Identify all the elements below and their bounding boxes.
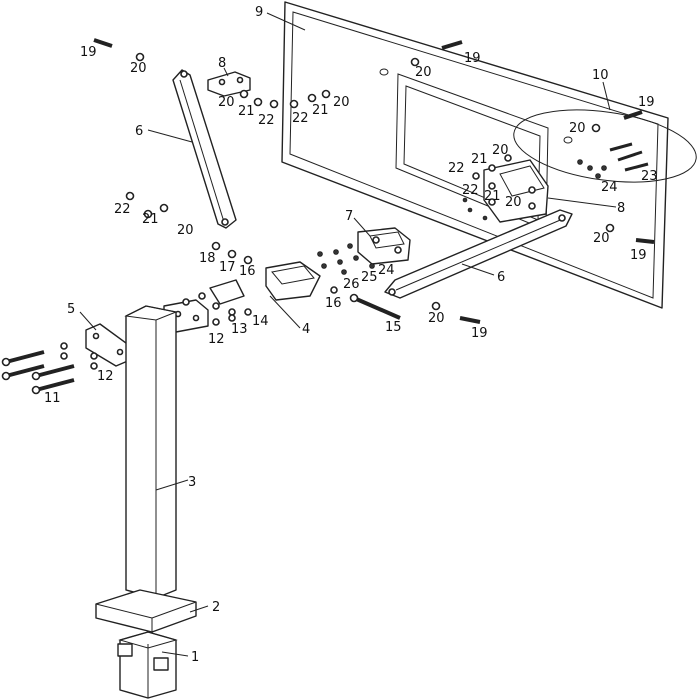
callout-12: 12 bbox=[97, 369, 114, 384]
callout-21: 21 bbox=[142, 212, 159, 227]
callout-12: 12 bbox=[208, 332, 225, 347]
base-plate bbox=[95, 589, 197, 633]
callout-2: 2 bbox=[212, 600, 220, 615]
callout-20: 20 bbox=[428, 311, 445, 326]
callout-8: 8 bbox=[617, 201, 625, 216]
callout-8: 8 bbox=[218, 56, 226, 71]
callout-20: 20 bbox=[569, 121, 586, 136]
small-bracket-top bbox=[207, 71, 251, 97]
callout-22: 22 bbox=[114, 202, 131, 217]
rim-ring bbox=[513, 109, 697, 183]
callout-14: 14 bbox=[252, 314, 269, 329]
callout-7: 7 bbox=[345, 209, 353, 224]
ground-sleeve bbox=[117, 631, 178, 699]
lower-brace bbox=[384, 209, 573, 299]
callout-19: 19 bbox=[80, 45, 97, 60]
bolts-19 bbox=[93, 38, 655, 324]
callout-20: 20 bbox=[218, 95, 235, 110]
callout-26: 26 bbox=[343, 277, 360, 292]
callout-22: 22 bbox=[448, 161, 465, 176]
callout-24: 24 bbox=[601, 180, 618, 195]
callout-9: 9 bbox=[255, 5, 263, 20]
rim-hardware bbox=[577, 142, 649, 179]
bracket-4 bbox=[209, 261, 321, 305]
callout-19: 19 bbox=[630, 248, 647, 263]
callout-22: 22 bbox=[462, 183, 479, 198]
callout-1: 1 bbox=[191, 650, 199, 665]
callout-13: 13 bbox=[231, 322, 248, 337]
callout-20: 20 bbox=[492, 143, 509, 158]
callout-5: 5 bbox=[67, 302, 75, 317]
upper-brace bbox=[172, 69, 237, 229]
bracket-5 bbox=[85, 323, 131, 367]
callout-19: 19 bbox=[471, 326, 488, 341]
long-bolts bbox=[1, 350, 75, 395]
callouts: 9 19 20 8 20 21 22 22 21 20 19 20 10 19 … bbox=[44, 5, 658, 665]
bracket-7 bbox=[357, 227, 411, 265]
callout-16: 16 bbox=[239, 264, 256, 279]
callout-20: 20 bbox=[505, 195, 522, 210]
callout-25: 25 bbox=[361, 270, 378, 285]
callout-20: 20 bbox=[130, 61, 147, 76]
callout-20: 20 bbox=[593, 231, 610, 246]
callout-6: 6 bbox=[497, 270, 505, 285]
leader-lines bbox=[79, 12, 617, 657]
callout-22: 22 bbox=[258, 113, 275, 128]
pole bbox=[124, 305, 178, 599]
callout-4: 4 bbox=[302, 322, 310, 337]
callout-20: 20 bbox=[333, 95, 350, 110]
washers-nuts bbox=[60, 52, 615, 370]
callout-3: 3 bbox=[188, 475, 196, 490]
callout-16: 16 bbox=[325, 296, 342, 311]
callout-11: 11 bbox=[44, 391, 61, 406]
callout-19: 19 bbox=[638, 95, 655, 110]
callout-18: 18 bbox=[199, 251, 216, 266]
callout-17: 17 bbox=[219, 260, 236, 275]
callout-20: 20 bbox=[177, 223, 194, 238]
callout-22: 22 bbox=[292, 111, 309, 126]
callout-24: 24 bbox=[378, 263, 395, 278]
callout-21: 21 bbox=[312, 103, 329, 118]
callout-21: 21 bbox=[238, 104, 255, 119]
callout-23: 23 bbox=[641, 169, 658, 184]
callout-21: 21 bbox=[471, 152, 488, 167]
callout-21: 21 bbox=[484, 189, 501, 204]
backboard-mount-bracket bbox=[462, 159, 549, 223]
callout-10: 10 bbox=[592, 68, 609, 83]
callout-19: 19 bbox=[464, 51, 481, 66]
bolt-15 bbox=[349, 293, 401, 320]
callout-20: 20 bbox=[415, 65, 432, 80]
callout-6: 6 bbox=[135, 124, 143, 139]
callout-15: 15 bbox=[385, 320, 402, 335]
